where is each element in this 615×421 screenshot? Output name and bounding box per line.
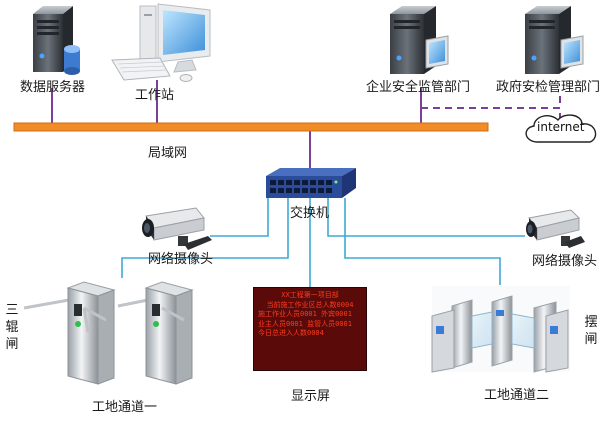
camera-icon — [526, 209, 585, 248]
tripod-gate-label: 三辊闸 — [5, 303, 19, 352]
led-line: XX工程第一项目部 — [281, 291, 339, 299]
internet-label: internet — [537, 120, 585, 134]
lan-bar — [13, 122, 489, 132]
camera-icon — [142, 207, 212, 250]
display-label: 显示屏 — [291, 389, 331, 404]
database-icon — [64, 45, 80, 75]
led-line: 业主人员0001 监管人员0001 — [258, 319, 352, 328]
channel-two-label: 工地通道二 — [484, 388, 550, 403]
cloud-icon — [525, 114, 597, 143]
purple-links — [51, 80, 561, 172]
swing-gate-label: 摆闸 — [584, 315, 598, 347]
workstation-icon — [111, 3, 211, 82]
camera-right-label: 网络摄像头 — [532, 254, 598, 269]
swing-gate-icon — [431, 286, 570, 373]
workstation-label: 工作站 — [135, 88, 175, 103]
channel-one-label: 工地通道一 — [92, 400, 158, 415]
government-server-icon — [525, 6, 584, 74]
led-line: 当前施工作业区总人数0004 — [266, 300, 354, 309]
tripod-turnstile-icon — [23, 281, 116, 385]
blue-links — [121, 193, 525, 288]
enterprise-dept-label: 企业安全监管部门 — [366, 80, 471, 95]
led-line: 今日总进入人数0004 — [258, 329, 324, 337]
led-line: 施工作业人员0001 外宾0001 — [258, 310, 352, 318]
camera-left-label: 网络摄像头 — [148, 252, 214, 267]
tripod-turnstile-icon — [117, 281, 194, 385]
government-dept-label: 政府安检管理部门 — [496, 80, 601, 95]
led-display-screen: XX工程第一项目部 当前施工作业区总人数0004 施工作业人员0001 外宾00… — [253, 287, 367, 371]
enterprise-server-icon — [390, 6, 449, 74]
switch-label: 交换机 — [290, 206, 330, 221]
switch-icon — [266, 168, 356, 198]
data-server-label: 数据服务器 — [20, 80, 86, 95]
lan-label: 局域网 — [148, 146, 188, 161]
